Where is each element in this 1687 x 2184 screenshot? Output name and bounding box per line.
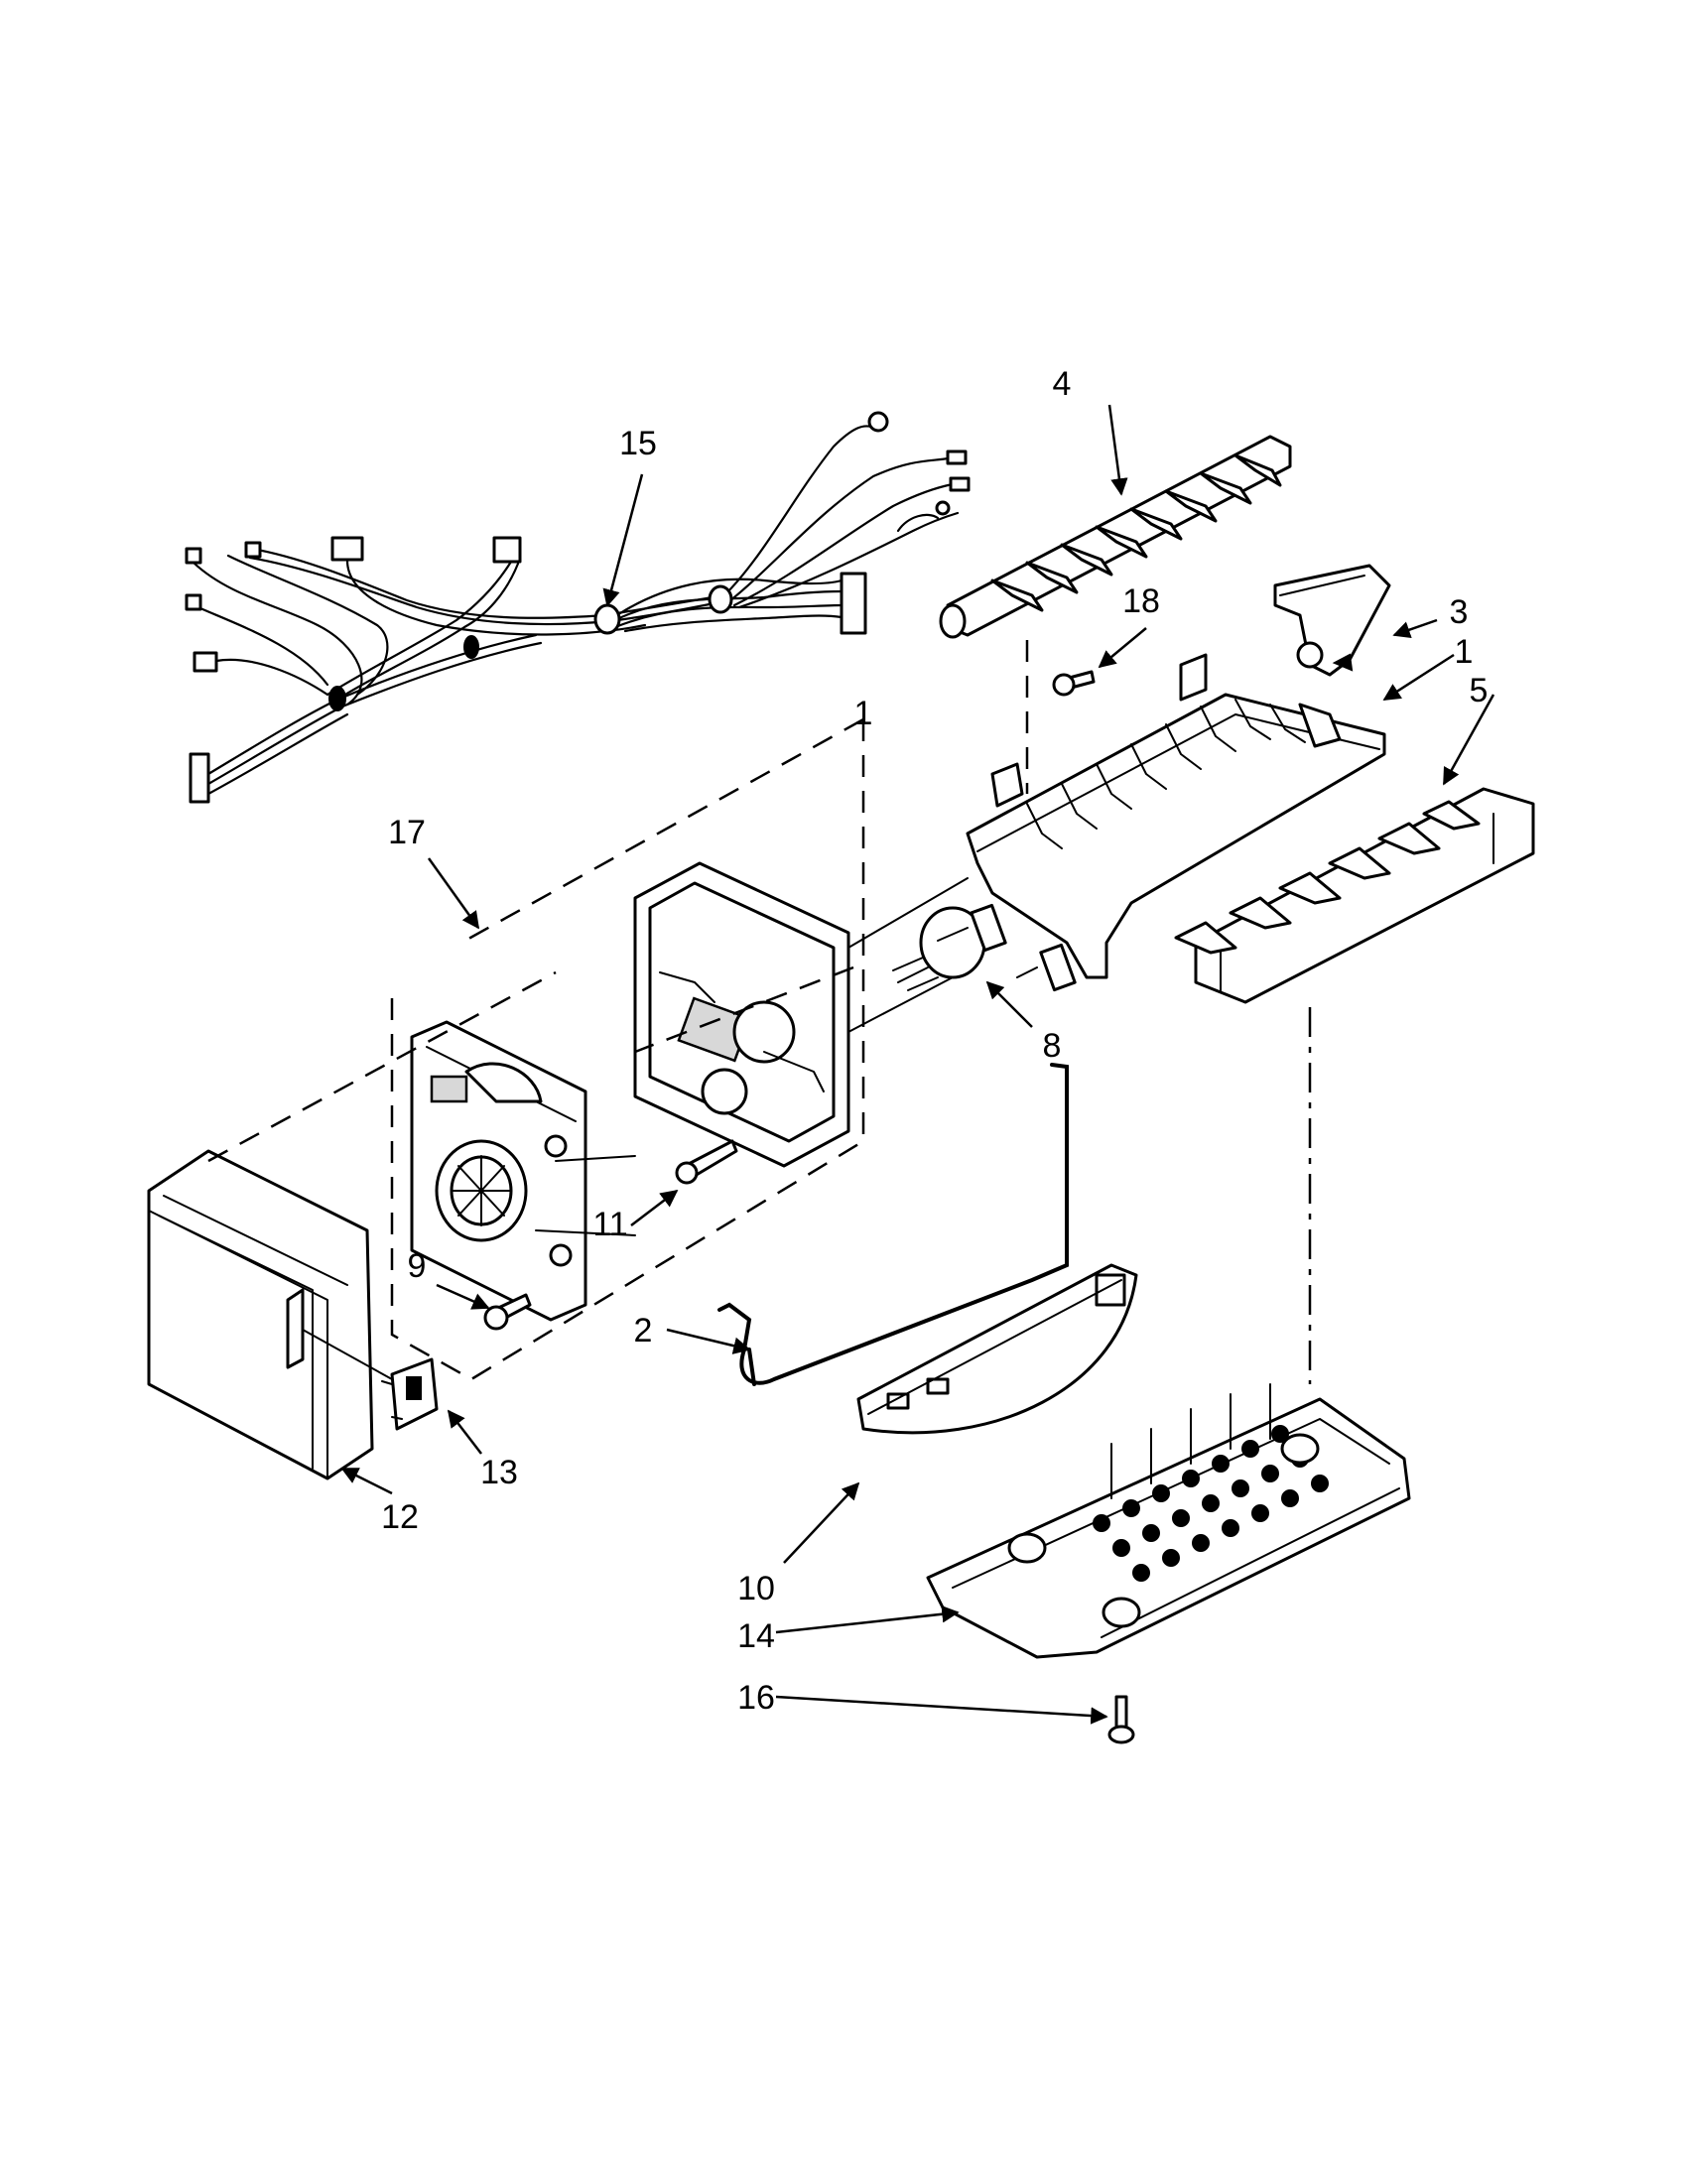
module-housing	[633, 861, 850, 1168]
stud-array	[1093, 1425, 1329, 1582]
motor-plate	[410, 1020, 636, 1322]
harness-connector	[330, 536, 364, 562]
leader-2	[666, 1328, 751, 1354]
leader-9	[436, 1283, 490, 1310]
callout-17: 17	[388, 814, 426, 851]
screw-18	[1052, 670, 1096, 697]
callout-12: 12	[381, 1498, 419, 1536]
wire-tie	[708, 584, 733, 614]
wire-tie	[463, 635, 479, 659]
callout-4: 4	[1053, 365, 1072, 403]
screw-11	[675, 1139, 738, 1185]
leader-13	[447, 1409, 482, 1455]
spade-terminal	[946, 450, 968, 465]
leader-10	[783, 1481, 860, 1564]
thermostat	[892, 903, 1077, 992]
stripper	[1174, 787, 1535, 1004]
mold-cover	[1273, 564, 1391, 677]
callout-9: 9	[408, 1247, 427, 1285]
leader-3	[1392, 618, 1438, 639]
callout-18: 18	[1122, 582, 1160, 620]
leader-14	[775, 1606, 960, 1634]
spade-terminal	[185, 547, 202, 565]
leader-11	[630, 1189, 679, 1226]
rocker-switch	[302, 1329, 439, 1431]
leader-17	[427, 857, 480, 930]
leader-1	[1382, 653, 1455, 702]
callout-1-module: 1	[854, 695, 873, 732]
ejector	[939, 435, 1292, 639]
harness-connector	[189, 752, 210, 804]
callout-14: 14	[737, 1617, 775, 1655]
base-tray	[926, 1383, 1411, 1659]
front-cover	[147, 1149, 374, 1480]
leader-12	[340, 1467, 393, 1495]
leader-16	[775, 1695, 1108, 1725]
callout-10: 10	[737, 1570, 775, 1607]
harness-connector	[193, 651, 218, 673]
ring-terminal	[867, 411, 889, 433]
callout-16: 16	[737, 1679, 775, 1717]
callout-1: 1	[1455, 633, 1474, 671]
leader-4	[1107, 404, 1128, 496]
leader-18	[1098, 627, 1147, 669]
leader-5	[1442, 694, 1495, 786]
callout-15: 15	[619, 425, 657, 462]
spade-terminal	[185, 593, 202, 611]
spade-terminal	[949, 476, 971, 492]
spade-terminal	[244, 541, 262, 559]
harness-connector	[840, 572, 867, 635]
callout-8: 8	[1043, 1027, 1062, 1065]
assembly-line	[847, 877, 969, 1033]
callout-5: 5	[1470, 672, 1489, 709]
ring-terminal	[935, 500, 951, 516]
callout-2: 2	[634, 1312, 653, 1349]
screw-16	[1107, 1695, 1135, 1744]
ice-level-cover	[856, 1263, 1138, 1435]
leader-8	[985, 980, 1033, 1028]
assembly-outline-17	[207, 717, 865, 1381]
callout-11: 11	[592, 1206, 627, 1243]
screw-9	[483, 1293, 532, 1331]
callout-13: 13	[480, 1454, 518, 1491]
ice-mold	[966, 653, 1386, 979]
harness-connector	[492, 536, 522, 564]
leader-15	[602, 473, 644, 607]
wire-tie	[328, 686, 346, 711]
wire-harness	[185, 411, 971, 804]
wire-tie	[593, 603, 621, 635]
callout-3: 3	[1450, 593, 1469, 631]
